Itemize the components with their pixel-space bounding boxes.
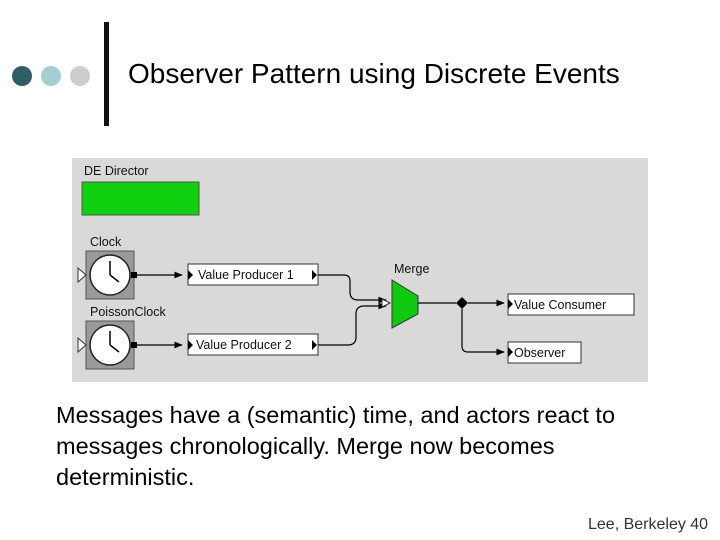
poisson-clock-label: PoissonClock <box>90 305 166 319</box>
clock-label: Clock <box>90 235 122 249</box>
value-consumer-label: Value Consumer <box>514 298 606 312</box>
observer-label: Observer <box>514 346 565 360</box>
merge-label: Merge <box>394 262 429 276</box>
relation-diamond <box>456 297 468 309</box>
clock-output-port <box>131 272 137 278</box>
producer1-to-merge-link <box>318 274 387 304</box>
slide-caption: Messages have a (semantic) time, and act… <box>56 402 616 490</box>
slide-footer: Lee, Berkeley 40 <box>588 516 709 533</box>
decor-dot-1 <box>12 66 32 86</box>
decor-dot-3 <box>70 66 90 86</box>
poisson-output-port <box>131 342 137 348</box>
value-producer-1-actor[interactable]: Value Producer 1 <box>187 263 319 286</box>
observer-actor[interactable]: Observer <box>507 341 582 364</box>
diagram-canvas: DE Director Clock PoissonClock <box>77 164 635 370</box>
merge-actor[interactable] <box>381 279 419 329</box>
value-producer-1-label: Value Producer 1 <box>198 268 294 282</box>
poisson-clock-actor[interactable] <box>77 320 135 370</box>
slide-title: Observer Pattern using Discrete Events <box>128 58 620 89</box>
value-producer-2-label: Value Producer 2 <box>196 338 292 352</box>
clock-actor[interactable] <box>77 250 135 300</box>
value-producer-2-actor[interactable]: Value Producer 2 <box>187 333 319 356</box>
to-observer-link <box>461 309 505 356</box>
producer2-to-merge-link <box>318 302 387 346</box>
decor-dot-2 <box>41 66 61 86</box>
de-director-block[interactable] <box>81 181 200 216</box>
director-label: DE Director <box>84 164 149 178</box>
value-consumer-actor[interactable]: Value Consumer <box>507 293 635 316</box>
dataflow-diagram: DE Director Clock PoissonClock <box>72 158 648 382</box>
title-divider <box>104 22 109 126</box>
